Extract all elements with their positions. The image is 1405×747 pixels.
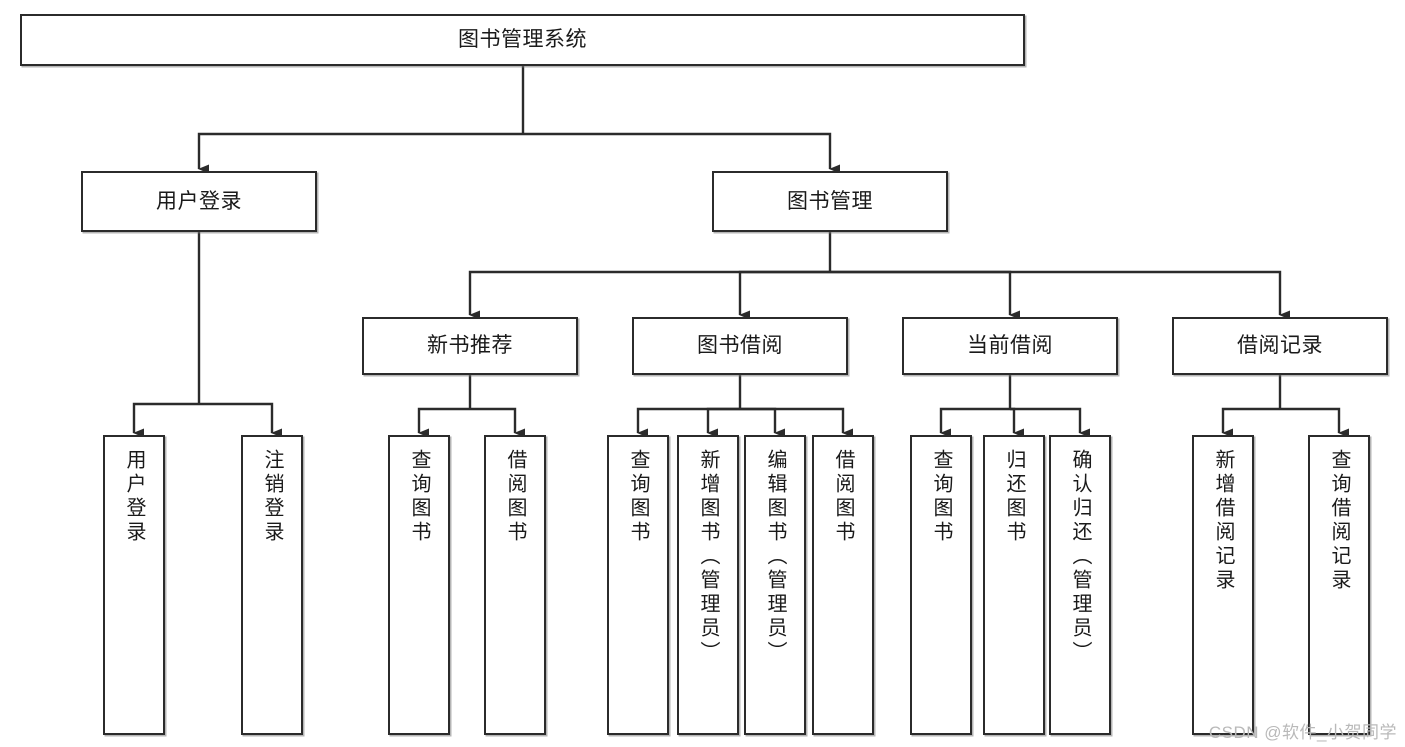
node-leaf-query-book-1[interactable]: 查询图书	[388, 435, 450, 735]
connector-current-borrow-to-leaf-query-book-3	[939, 407, 1010, 438]
node-leaf-user-login[interactable]: 用户登录	[103, 435, 165, 735]
node-leaf-confirm-return[interactable]: 确认归还（管理员）	[1049, 435, 1111, 735]
connector-new-book-recommend-to-leaf-borrow-book-1	[470, 407, 525, 438]
node-leaf-return-book[interactable]: 归还图书	[983, 435, 1045, 735]
node-label: 图书管理系统	[458, 28, 587, 52]
node-leaf-query-record[interactable]: 查询借阅记录	[1308, 435, 1370, 735]
connector-book-borrow-to-leaf-add-book	[706, 407, 740, 438]
node-label: 查询借阅记录	[1328, 449, 1350, 593]
node-leaf-edit-book[interactable]: 编辑图书（管理员）	[744, 435, 806, 735]
connector-book-borrow-to-leaf-query-book-2	[636, 407, 740, 438]
node-book-borrow[interactable]: 图书借阅	[632, 317, 848, 375]
connector-book-manage-to-new-book-recommend	[468, 270, 830, 320]
edge-group	[132, 66, 1349, 438]
connector-root-to-user-login	[197, 132, 523, 174]
node-label: 借阅图书	[832, 449, 854, 545]
node-label: 借阅图书	[504, 449, 526, 545]
connector-book-borrow-to-leaf-edit-book	[740, 407, 785, 438]
node-leaf-logout[interactable]: 注销登录	[241, 435, 303, 735]
node-label: 确认归还（管理员）	[1069, 449, 1091, 665]
node-label: 新增借阅记录	[1212, 449, 1234, 593]
node-user-login[interactable]: 用户登录	[81, 171, 317, 232]
connector-book-manage-to-book-borrow	[738, 270, 830, 320]
node-label: 当前借阅	[967, 334, 1053, 358]
node-label: 注销登录	[261, 449, 283, 545]
node-leaf-borrow-book-2[interactable]: 借阅图书	[812, 435, 874, 735]
node-new-book-recommend[interactable]: 新书推荐	[362, 317, 578, 375]
node-label: 查询图书	[408, 449, 430, 545]
node-leaf-query-book-2[interactable]: 查询图书	[607, 435, 669, 735]
node-leaf-query-book-3[interactable]: 查询图书	[910, 435, 972, 735]
watermark-text: CSDN @软件_小贺同学	[1208, 723, 1397, 742]
node-label: 图书管理	[787, 189, 873, 213]
node-label: 查询图书	[930, 449, 952, 545]
node-book-manage[interactable]: 图书管理	[712, 171, 948, 232]
node-label: 编辑图书（管理员）	[764, 449, 786, 665]
node-label: 归还图书	[1003, 449, 1025, 545]
node-label: 借阅记录	[1237, 334, 1323, 358]
connector-new-book-recommend-to-leaf-query-book-1	[417, 407, 470, 438]
node-label: 新增图书（管理员）	[697, 449, 719, 665]
connector-current-borrow-to-leaf-return-book	[1010, 407, 1024, 438]
connector-book-manage-to-current-borrow	[830, 270, 1020, 320]
node-label: 查询图书	[627, 449, 649, 545]
node-leaf-borrow-book-1[interactable]: 借阅图书	[484, 435, 546, 735]
node-current-borrow[interactable]: 当前借阅	[902, 317, 1118, 375]
connector-user-login-to-leaf-logout	[199, 402, 282, 438]
connector-borrow-record-to-leaf-add-record	[1221, 407, 1280, 438]
connector-book-borrow-to-leaf-borrow-book-2	[740, 407, 853, 438]
node-label: 新书推荐	[427, 334, 513, 358]
node-borrow-record[interactable]: 借阅记录	[1172, 317, 1388, 375]
node-label: 图书借阅	[697, 334, 783, 358]
node-label: 用户登录	[156, 189, 242, 213]
node-label: 用户登录	[123, 449, 145, 545]
node-leaf-add-record[interactable]: 新增借阅记录	[1192, 435, 1254, 735]
connector-book-manage-to-borrow-record	[830, 270, 1290, 320]
connector-current-borrow-to-leaf-confirm-return	[1010, 407, 1090, 438]
connector-root-to-book-manage	[523, 132, 840, 174]
connector-borrow-record-to-leaf-query-record	[1280, 407, 1349, 438]
connector-user-login-to-leaf-user-login	[132, 402, 199, 438]
node-root[interactable]: 图书管理系统	[20, 14, 1025, 66]
node-leaf-add-book[interactable]: 新增图书（管理员）	[677, 435, 739, 735]
